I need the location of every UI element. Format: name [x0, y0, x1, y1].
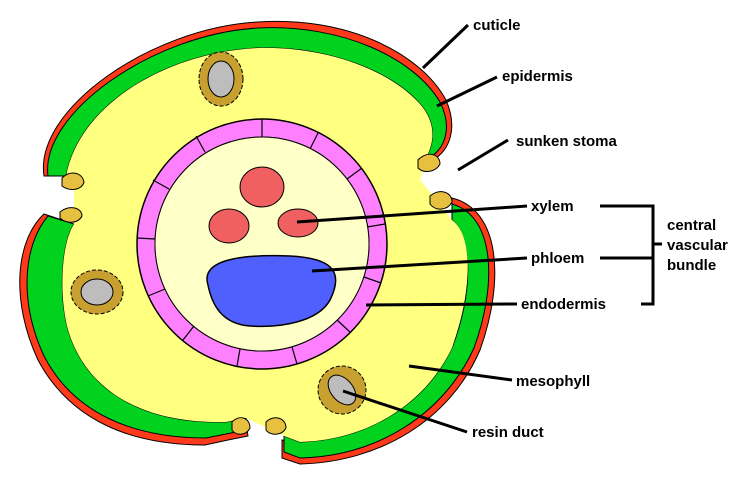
guard-cell [430, 192, 452, 209]
resin-duct [199, 52, 243, 106]
resin-duct-lumen [208, 61, 234, 97]
label-sunken-stoma: sunken stoma [516, 133, 618, 150]
label-cuticle: cuticle [473, 17, 521, 34]
guard-cell [232, 418, 250, 435]
guard-cell [62, 173, 84, 189]
leader-line-sunken-stoma [458, 140, 508, 170]
xylem-cell [209, 209, 249, 243]
vascular-cylinder [137, 119, 387, 369]
label-central-vascular-bundle-line1: central [667, 217, 716, 234]
bracket-central-vascular-bundle [600, 206, 662, 304]
resin-duct-lumen [81, 279, 113, 305]
label-resin-duct: resin duct [472, 424, 544, 441]
leader-line-cuticle [423, 25, 468, 68]
label-endodermis: endodermis [521, 296, 606, 313]
label-central-vascular-bundle-line2: vascular [667, 237, 728, 254]
guard-cell [60, 208, 82, 223]
label-central-vascular-bundle-line3: bundle [667, 257, 716, 274]
leader-line-endodermis [366, 304, 517, 305]
leader-line-epidermis [437, 77, 497, 106]
guard-cell [418, 154, 440, 171]
guard-cell [266, 418, 286, 435]
xylem-cell [240, 167, 284, 207]
label-epidermis: epidermis [502, 68, 573, 85]
label-mesophyll: mesophyll [516, 373, 590, 390]
resin-duct [71, 270, 123, 314]
label-phloem: phloem [531, 250, 584, 267]
label-xylem: xylem [531, 198, 574, 215]
labels: cuticle epidermis sunken stoma xylem phl… [472, 17, 728, 441]
